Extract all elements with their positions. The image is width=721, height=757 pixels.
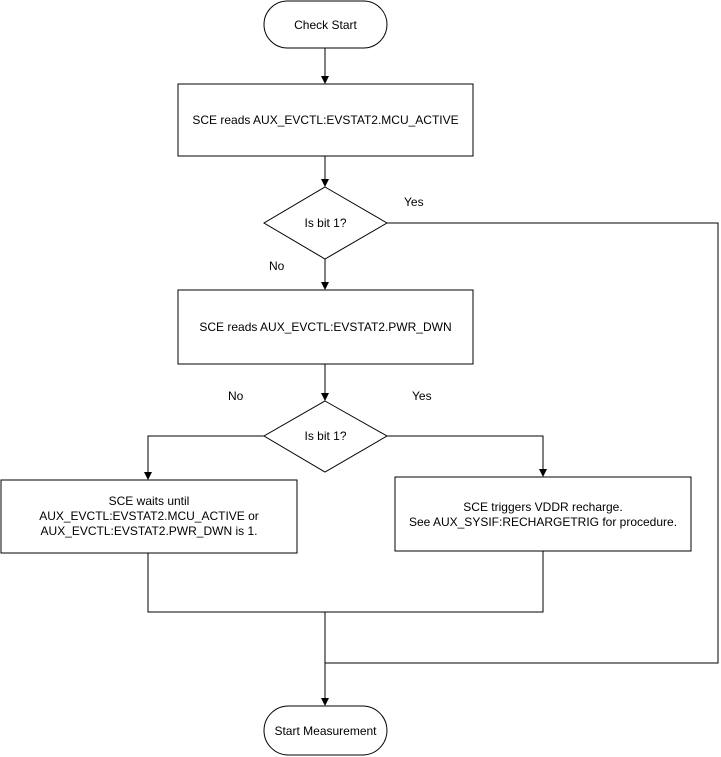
arrowhead (321, 76, 329, 84)
decision2-label: Is bit 1? (304, 429, 346, 443)
end-label: Start Measurement (274, 724, 377, 738)
decision1-diamond (263, 186, 388, 260)
wait-label-line3: AUX_EVCTL:EVSTAT2.PWR_DWN is 1. (41, 524, 258, 538)
recharge-label-line2: See AUX_SYSIF:RECHARGETRIG for procedure… (409, 515, 677, 529)
connector-wait-down (147, 551, 544, 613)
decision2-no-label: No (228, 389, 244, 403)
wait-process (0, 479, 298, 554)
arrowhead (321, 393, 329, 401)
end-terminator (263, 705, 388, 756)
arrowhead (321, 698, 329, 706)
arrowhead (144, 472, 152, 480)
decision1-yes-label: Yes (404, 195, 424, 209)
connector-decision2-no-to-wait (147, 435, 264, 472)
read-pwr-dwn-process (177, 289, 474, 365)
connector-decision1-yes-bypass (325, 222, 719, 664)
decision2-yes-label: Yes (412, 389, 432, 403)
recharge-label-line1: SCE triggers VDDR recharge. (463, 500, 622, 514)
wait-label-line2: AUX_EVCTL:EVSTAT2.MCU_ACTIVE or (39, 509, 259, 523)
recharge-process (394, 476, 692, 552)
arrowhead (539, 469, 547, 477)
decision1-label: Is bit 1? (304, 216, 346, 230)
wait-label-line1: SCE waits until (109, 494, 190, 508)
arrowhead (321, 179, 329, 187)
decision2-diamond (263, 400, 389, 473)
connector-decision2-yes-to-recharge (387, 435, 544, 469)
read-mcu-active-label: SCE reads AUX_EVCTL:EVSTAT2.MCU_ACTIVE (192, 113, 458, 127)
start-terminator (263, 0, 388, 49)
read-mcu-active-process (177, 83, 474, 157)
start-label: Check Start (294, 18, 357, 32)
read-pwr-dwn-label: SCE reads AUX_EVCTL:EVSTAT2.PWR_DWN (199, 320, 451, 334)
decision1-no-label: No (269, 259, 285, 273)
arrowhead (321, 282, 329, 290)
